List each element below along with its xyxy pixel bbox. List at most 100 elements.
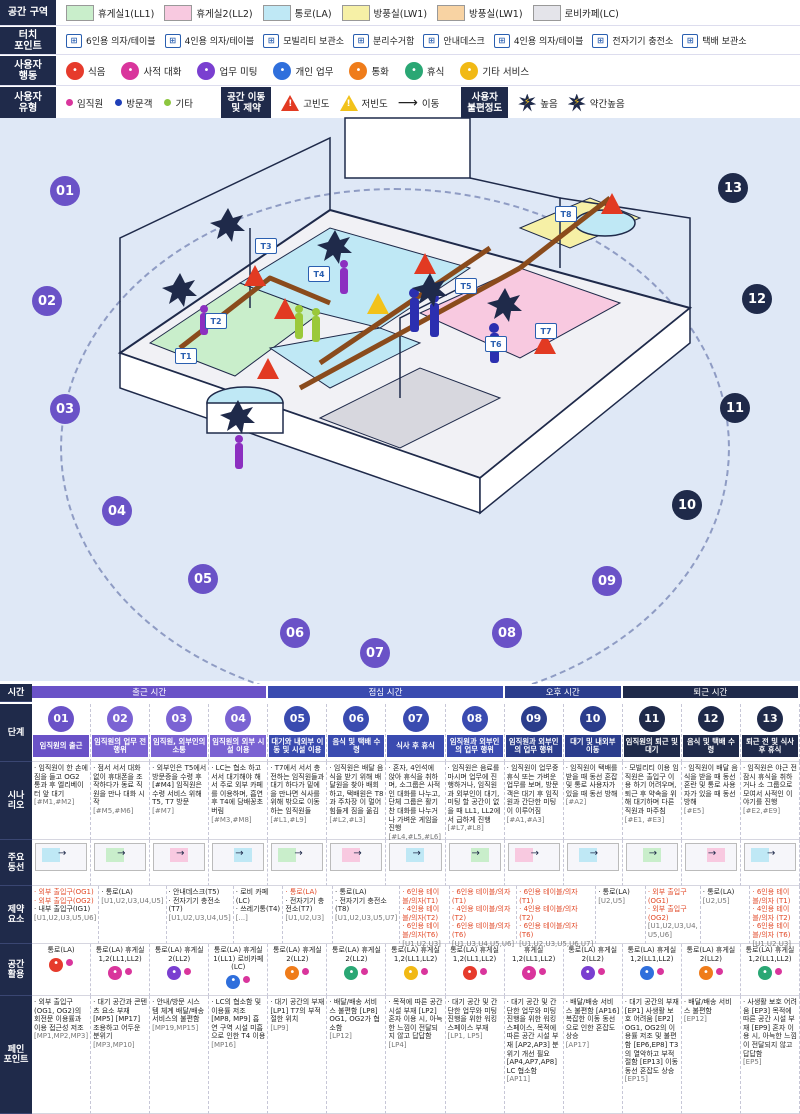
constraint-ref: [U2,U5] bbox=[598, 896, 626, 905]
scenario-cell: · 임직원이 업무중 휴식 또는 가벼운 업무를 보며, 방문객은 대기 후 임… bbox=[504, 762, 564, 840]
action-label: 개인 업무 bbox=[295, 66, 334, 78]
scenario-text: · 임직원이 배달 음식을 받을 때 동선 혼란 및 통로 사용자가 있을 때 … bbox=[683, 764, 738, 807]
flow-mini-map: → bbox=[743, 843, 797, 871]
flow-arrow-icon: → bbox=[648, 848, 658, 859]
scenario-ref: [#E1, #E3] bbox=[624, 815, 665, 824]
user-type-dot bbox=[479, 967, 487, 975]
action-icon: • bbox=[757, 966, 772, 981]
touch-label: 4인용 의자/테이블 bbox=[184, 37, 255, 47]
zone-label: 방풍실(LW1) bbox=[373, 8, 428, 20]
user-type-dot bbox=[302, 967, 310, 975]
flow-cell: → bbox=[504, 840, 564, 886]
phase-bar: 출근 시간 bbox=[32, 686, 267, 698]
space-icons: • bbox=[93, 966, 147, 981]
flow-mini-map: → bbox=[271, 843, 324, 871]
constraint-item: · 6인용 테이블/의자(T6) bbox=[451, 922, 511, 939]
constraint-item: · 4인용 테이블/의자 (T2) bbox=[519, 905, 578, 922]
touch-point-tag-t7: T7 bbox=[535, 323, 557, 339]
scenario-cell: · T7에서 서서 충전하는 임직원들과 대기 하다가 밑에을 만나면 식사를 … bbox=[268, 762, 328, 840]
action-label: 기타 서비스 bbox=[482, 66, 530, 78]
flow-zone bbox=[278, 848, 297, 862]
pain-text: · 배달/배송 서비스 불편함 bbox=[683, 998, 732, 1015]
touch-point-tag-t3: T3 bbox=[255, 238, 277, 254]
flow-mini-map: → bbox=[448, 843, 501, 871]
action-icon: • bbox=[639, 966, 654, 981]
zone-label: 휴게실2(LL2) bbox=[196, 8, 253, 20]
user-type-dot bbox=[774, 967, 782, 975]
pain-ref: [MP19,MP15] bbox=[152, 1023, 199, 1032]
constraint-cell: · 6인용 테이블/의자 (T1)· 4인용 테이블/의자 (T2)· 6인용 … bbox=[750, 886, 800, 948]
action-icon: • bbox=[197, 61, 216, 80]
space-text: 통로(LA) 휴게실1,2(LL1,LL2) bbox=[627, 946, 677, 963]
zone-label: 방풍실(LW1) bbox=[469, 8, 523, 20]
type-label: 기타 bbox=[175, 98, 193, 110]
legend-discomfort-item: ⚡약간높음 bbox=[567, 93, 625, 112]
row-label-flow: 주요 동선 bbox=[0, 840, 32, 886]
space-text: 통로(LA) 휴게실1,2(LL1,LL2) bbox=[745, 946, 795, 963]
flow-cell: → bbox=[150, 840, 210, 886]
pain-cell: · 대기 공간 및 간단한 업무와 미팅 진행을 위한 워킹스페이스, 목적에 … bbox=[504, 996, 564, 1114]
constraint-ref: [U1,U2,U3,U5,U7] bbox=[335, 913, 398, 922]
stage-number: 13 bbox=[756, 706, 783, 732]
stage-name: 임직원의 퇴근 및 대기 bbox=[623, 735, 680, 757]
pain-ref: [EP5] bbox=[742, 1058, 762, 1067]
space-cell: 통로(LA) 휴게실1,2(LL1,LL2)• bbox=[91, 944, 151, 996]
user-type-dot bbox=[66, 99, 73, 106]
action-label: 휴식 bbox=[426, 66, 445, 78]
constraint-item: · 통로(LA) bbox=[335, 888, 367, 896]
pain-cell: · 대기 공간의 부재 [EP1] 사생활 보호 어려움 [EP2] OG1, … bbox=[622, 996, 682, 1114]
stage-number: 05 bbox=[284, 706, 311, 732]
constraint-ref: [U1,U2,U3] bbox=[752, 939, 792, 948]
legend-action-item: •개인 업무 bbox=[273, 61, 334, 80]
flow-arrow-icon: → bbox=[117, 848, 126, 859]
zone-swatch bbox=[262, 4, 291, 21]
row-label-pain: 페인 포인트 bbox=[0, 996, 32, 1114]
flow-cell: → bbox=[327, 840, 387, 886]
scenario-cell: · 점서 서서 대화 없이 휴대폰을 조작하다가 동료 직원을 만나 대화 시작… bbox=[91, 762, 151, 840]
legend-touch-item: ⊞4인용 의자/테이블 bbox=[493, 33, 583, 48]
flow-zone bbox=[106, 848, 125, 862]
discomfort-label: 높음 bbox=[540, 98, 558, 110]
space-icons: • bbox=[684, 966, 738, 981]
user-type-dot bbox=[420, 967, 428, 975]
flow-arrow-icon: → bbox=[176, 848, 185, 859]
constraint-item: · 로비 카페(LC) bbox=[235, 888, 269, 905]
scenario-cell: · 임직원은 배달 음식을 받기 위해 배달원을 찾아 배회하고, 택배원은 T… bbox=[327, 762, 387, 840]
action-label: 업무 미팅 bbox=[219, 66, 258, 78]
pain-text: · 외부 출입구(OG1, OG2)의 회전문 이용률과 이용 접근성 저조 bbox=[34, 998, 84, 1032]
constraint-item: · 4인용 테이블/의자(T2) bbox=[451, 905, 511, 922]
legend-zone-item: 휴게실1(LL1) bbox=[66, 4, 154, 21]
time-marker-11: 11 bbox=[720, 393, 750, 423]
action-label: 식음 bbox=[88, 66, 106, 78]
time-marker-09: 09 bbox=[592, 566, 622, 596]
discomfort-label: 약간높음 bbox=[589, 98, 625, 110]
row-label-time: 시간 bbox=[0, 684, 32, 702]
space-icons: • bbox=[448, 966, 502, 981]
pain-ref: [AP17] bbox=[565, 1040, 590, 1049]
legend-touch-item: ⊞전자기기 충전소 bbox=[592, 33, 673, 48]
scenario-ref: [#M7] bbox=[152, 806, 174, 815]
time-marker-13: 13 bbox=[718, 173, 748, 203]
space-icons: • bbox=[507, 966, 561, 981]
building-isometric bbox=[117, 117, 693, 515]
action-icon: • bbox=[404, 61, 423, 80]
space-cell: 통로(LA) 휴게실2(LL2)• bbox=[681, 944, 741, 996]
touch-point-tag-t2: T2 bbox=[205, 313, 227, 329]
scenario-ref: [#L7,#L8] bbox=[447, 824, 484, 833]
scenario-cell: · 임직원이 배달 음식을 받을 때 동선 혼란 및 통로 사용자가 있을 때 … bbox=[681, 762, 741, 840]
pain-row: 페인 포인트 · 외부 출입구(OG1, OG2)의 회전문 이용률과 이용 접… bbox=[0, 996, 800, 1114]
space-cell: 통로(LA) 휴게실1,2(LL1,LL2)• bbox=[445, 944, 505, 996]
scenario-text: · T7에서 서서 충전하는 임직원들과 대기 하다가 밑에을 만나면 식사를 … bbox=[270, 764, 325, 815]
touch-point-icon: ⊞ bbox=[493, 33, 510, 48]
discomfort-burst-icon: ⚡ bbox=[518, 93, 537, 112]
flow-arrow-icon: → bbox=[412, 848, 421, 859]
space-cell: 통로(LA) 휴게실2(LL2)• bbox=[563, 944, 623, 996]
legend-discomfort-head: 사용자 불편정도 bbox=[461, 87, 509, 118]
scenario-ref: [#L4,#L5,#L6] bbox=[388, 832, 442, 841]
space-cell: 통로(LA) 휴게실2(LL2)• bbox=[150, 944, 210, 996]
